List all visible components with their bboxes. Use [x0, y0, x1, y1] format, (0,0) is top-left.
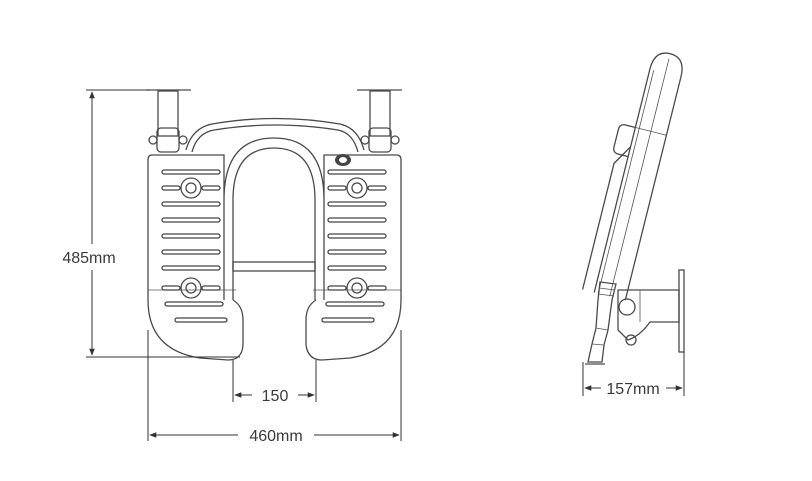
width-label: 460mm	[249, 428, 302, 445]
right-pad-slots	[321, 169, 387, 323]
left-wall-bracket	[146, 89, 191, 153]
left-pad-slots	[161, 169, 228, 323]
front-view	[146, 89, 402, 361]
depth-dimension	[582, 352, 685, 396]
depth-label: 157mm	[606, 381, 659, 398]
opening-label: 150	[262, 388, 289, 405]
foot-tip	[585, 281, 617, 365]
right-wall-bracket	[357, 89, 402, 153]
side-view	[581, 52, 685, 365]
crossbar	[232, 261, 316, 272]
width-dimension	[147, 330, 402, 441]
brand-logo	[335, 154, 351, 166]
backrest	[581, 52, 683, 301]
side-wall-plate	[678, 269, 685, 353]
handle-bar	[185, 117, 365, 151]
opening-dimension	[232, 360, 317, 402]
height-label: 485mm	[62, 250, 115, 267]
height-dimension	[86, 89, 240, 358]
seat-outline	[147, 137, 402, 361]
